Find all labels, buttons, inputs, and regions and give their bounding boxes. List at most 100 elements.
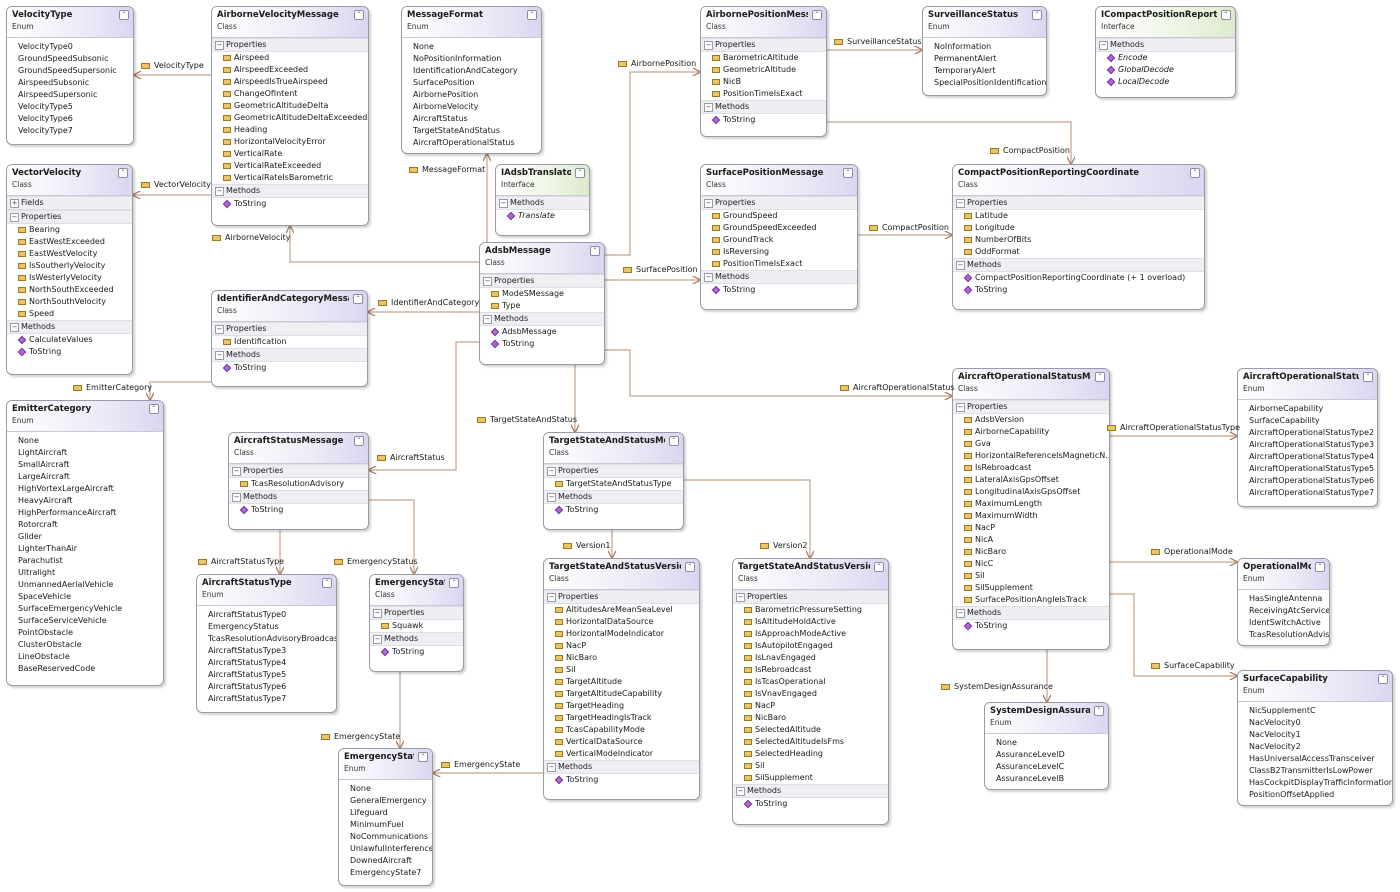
section-properties[interactable]: −Properties [701, 38, 826, 52]
collapse-toggle-icon[interactable]: ⌃ [1032, 10, 1042, 20]
section-methods[interactable]: −Methods [701, 100, 826, 114]
section-methods[interactable]: −Methods [370, 632, 463, 646]
collapse-toggle-icon[interactable]: ⌃ [1094, 706, 1104, 716]
collapse-toggle-icon[interactable]: ⌃ [1363, 372, 1373, 382]
box-targetstateandstatusversion1[interactable]: TargetStateAndStatusVersion1Class⌃−Prope… [543, 558, 700, 800]
box-targetstateandstatusmessage[interactable]: TargetStateAndStatusMessageClass⌃−Proper… [543, 432, 684, 530]
collapse-icon[interactable]: − [547, 467, 556, 476]
section-properties[interactable]: −Properties [212, 322, 367, 336]
collapse-toggle-icon[interactable]: ⌃ [1315, 562, 1325, 572]
section-methods[interactable]: −Methods [480, 312, 604, 326]
section-properties[interactable]: −Properties [544, 464, 683, 478]
collapse-icon[interactable]: − [736, 787, 745, 796]
collapse-icon[interactable]: − [704, 103, 713, 112]
collapse-toggle-icon[interactable]: ⌃ [527, 10, 537, 20]
collapse-toggle-icon[interactable]: ⌃ [449, 578, 459, 588]
collapse-toggle-icon[interactable]: ⌃ [322, 578, 332, 588]
collapse-icon[interactable]: − [704, 199, 713, 208]
collapse-toggle-icon[interactable]: ⌃ [843, 168, 853, 178]
collapse-toggle-icon[interactable]: ⌃ [685, 562, 695, 572]
collapse-toggle-icon[interactable]: ⌃ [418, 752, 428, 762]
collapse-toggle-icon[interactable]: ⌃ [575, 168, 585, 178]
collapse-icon[interactable]: − [373, 635, 382, 644]
box-emergencystate[interactable]: EmergencyStateEnum⌃NoneGeneralEmergencyL… [338, 748, 433, 886]
collapse-icon[interactable]: − [704, 41, 713, 50]
box-aircraftoperationalstatusmessage[interactable]: AircraftOperationalStatusMessageClass⌃−P… [952, 368, 1110, 650]
collapse-toggle-icon[interactable]: ⌃ [118, 168, 128, 178]
collapse-icon[interactable]: − [10, 323, 19, 332]
expand-icon[interactable]: + [10, 199, 19, 208]
collapse-icon[interactable]: − [956, 609, 965, 618]
collapse-icon[interactable]: − [215, 187, 224, 196]
collapse-icon[interactable]: − [483, 277, 492, 286]
collapse-toggle-icon[interactable]: ⌃ [354, 436, 364, 446]
section-methods[interactable]: −Methods [544, 760, 699, 774]
section-methods[interactable]: −Methods [229, 490, 368, 504]
collapse-toggle-icon[interactable]: ⌃ [354, 10, 364, 20]
collapse-toggle-icon[interactable]: ⌃ [1190, 168, 1200, 178]
section-methods[interactable]: −Methods [544, 490, 683, 504]
box-targetstateandstatusversion2[interactable]: TargetStateAndStatusVersion2Class⌃−Prope… [732, 558, 889, 825]
collapse-icon[interactable]: − [373, 609, 382, 618]
section-methods[interactable]: −Methods [953, 606, 1109, 620]
collapse-toggle-icon[interactable]: ⌃ [119, 10, 129, 20]
collapse-icon[interactable]: − [215, 325, 224, 334]
collapse-icon[interactable]: − [547, 493, 556, 502]
box-operationalmode[interactable]: OperationalModeEnum⌃HasSingleAntennaRece… [1237, 558, 1330, 646]
box-identifierandcategorymessage[interactable]: IdentifierAndCategoryMessageClass⌃−Prope… [211, 290, 368, 387]
section-methods[interactable]: −Methods [496, 196, 589, 210]
section-properties[interactable]: −Properties [370, 606, 463, 620]
collapse-toggle-icon[interactable]: ⌃ [149, 404, 159, 414]
collapse-icon[interactable]: − [956, 403, 965, 412]
box-aircraftoperationalstatustype[interactable]: AircraftOperationalStatusTypeEnum⌃Airbor… [1237, 368, 1378, 507]
section-properties[interactable]: −Properties [7, 210, 132, 224]
box-airbornepositionmessage[interactable]: AirbornePositionMessageClass⌃−Properties… [700, 6, 827, 137]
collapse-icon[interactable]: − [232, 493, 241, 502]
section-methods[interactable]: −Methods [701, 270, 857, 284]
section-properties[interactable]: −Properties [953, 196, 1204, 210]
collapse-icon[interactable]: − [547, 593, 556, 602]
collapse-icon[interactable]: − [956, 199, 965, 208]
box-emergencystatus[interactable]: EmergencyStatusClass⌃−PropertiesSquawk−M… [369, 574, 464, 672]
collapse-toggle-icon[interactable]: ⌃ [590, 246, 600, 256]
collapse-toggle-icon[interactable]: ⌃ [812, 10, 822, 20]
collapse-icon[interactable]: − [547, 763, 556, 772]
section-fields[interactable]: +Fields [7, 196, 132, 210]
section-properties[interactable]: −Properties [480, 274, 604, 288]
section-properties[interactable]: −Properties [733, 590, 888, 604]
section-methods[interactable]: −Methods [7, 320, 132, 334]
collapse-icon[interactable]: − [736, 593, 745, 602]
box-icompactpositionreporting[interactable]: ICompactPositionReportingInterface⌃−Meth… [1095, 6, 1236, 98]
section-methods[interactable]: −Methods [733, 784, 888, 798]
collapse-icon[interactable]: − [10, 213, 19, 222]
box-systemdesignassurance[interactable]: SystemDesignAssuranceEnum⌃NoneAssuranceL… [984, 702, 1109, 790]
collapse-toggle-icon[interactable]: ⌃ [1095, 372, 1105, 382]
collapse-icon[interactable]: − [232, 467, 241, 476]
collapse-toggle-icon[interactable]: ⌃ [874, 562, 884, 572]
collapse-icon[interactable]: − [956, 261, 965, 270]
collapse-icon[interactable]: − [499, 199, 508, 208]
collapse-icon[interactable]: − [483, 315, 492, 324]
collapse-toggle-icon[interactable]: ⌃ [1378, 674, 1388, 684]
collapse-icon[interactable]: − [215, 351, 224, 360]
collapse-toggle-icon[interactable]: ⌃ [1221, 10, 1231, 20]
section-properties[interactable]: −Properties [212, 38, 368, 52]
section-properties[interactable]: −Properties [544, 590, 699, 604]
section-properties[interactable]: −Properties [701, 196, 857, 210]
collapse-icon[interactable]: − [1099, 41, 1108, 50]
collapse-toggle-icon[interactable]: ⌃ [353, 294, 363, 304]
section-methods[interactable]: −Methods [953, 258, 1204, 272]
section-properties[interactable]: −Properties [953, 400, 1109, 414]
